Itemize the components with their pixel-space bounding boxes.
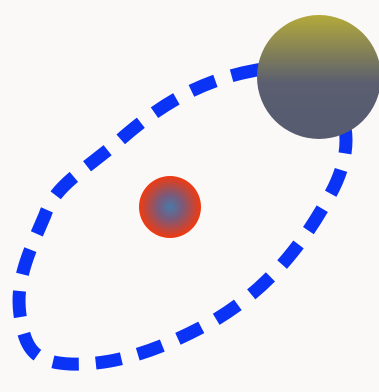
planet[interactable] [257, 15, 379, 139]
ball[interactable] [139, 176, 201, 238]
